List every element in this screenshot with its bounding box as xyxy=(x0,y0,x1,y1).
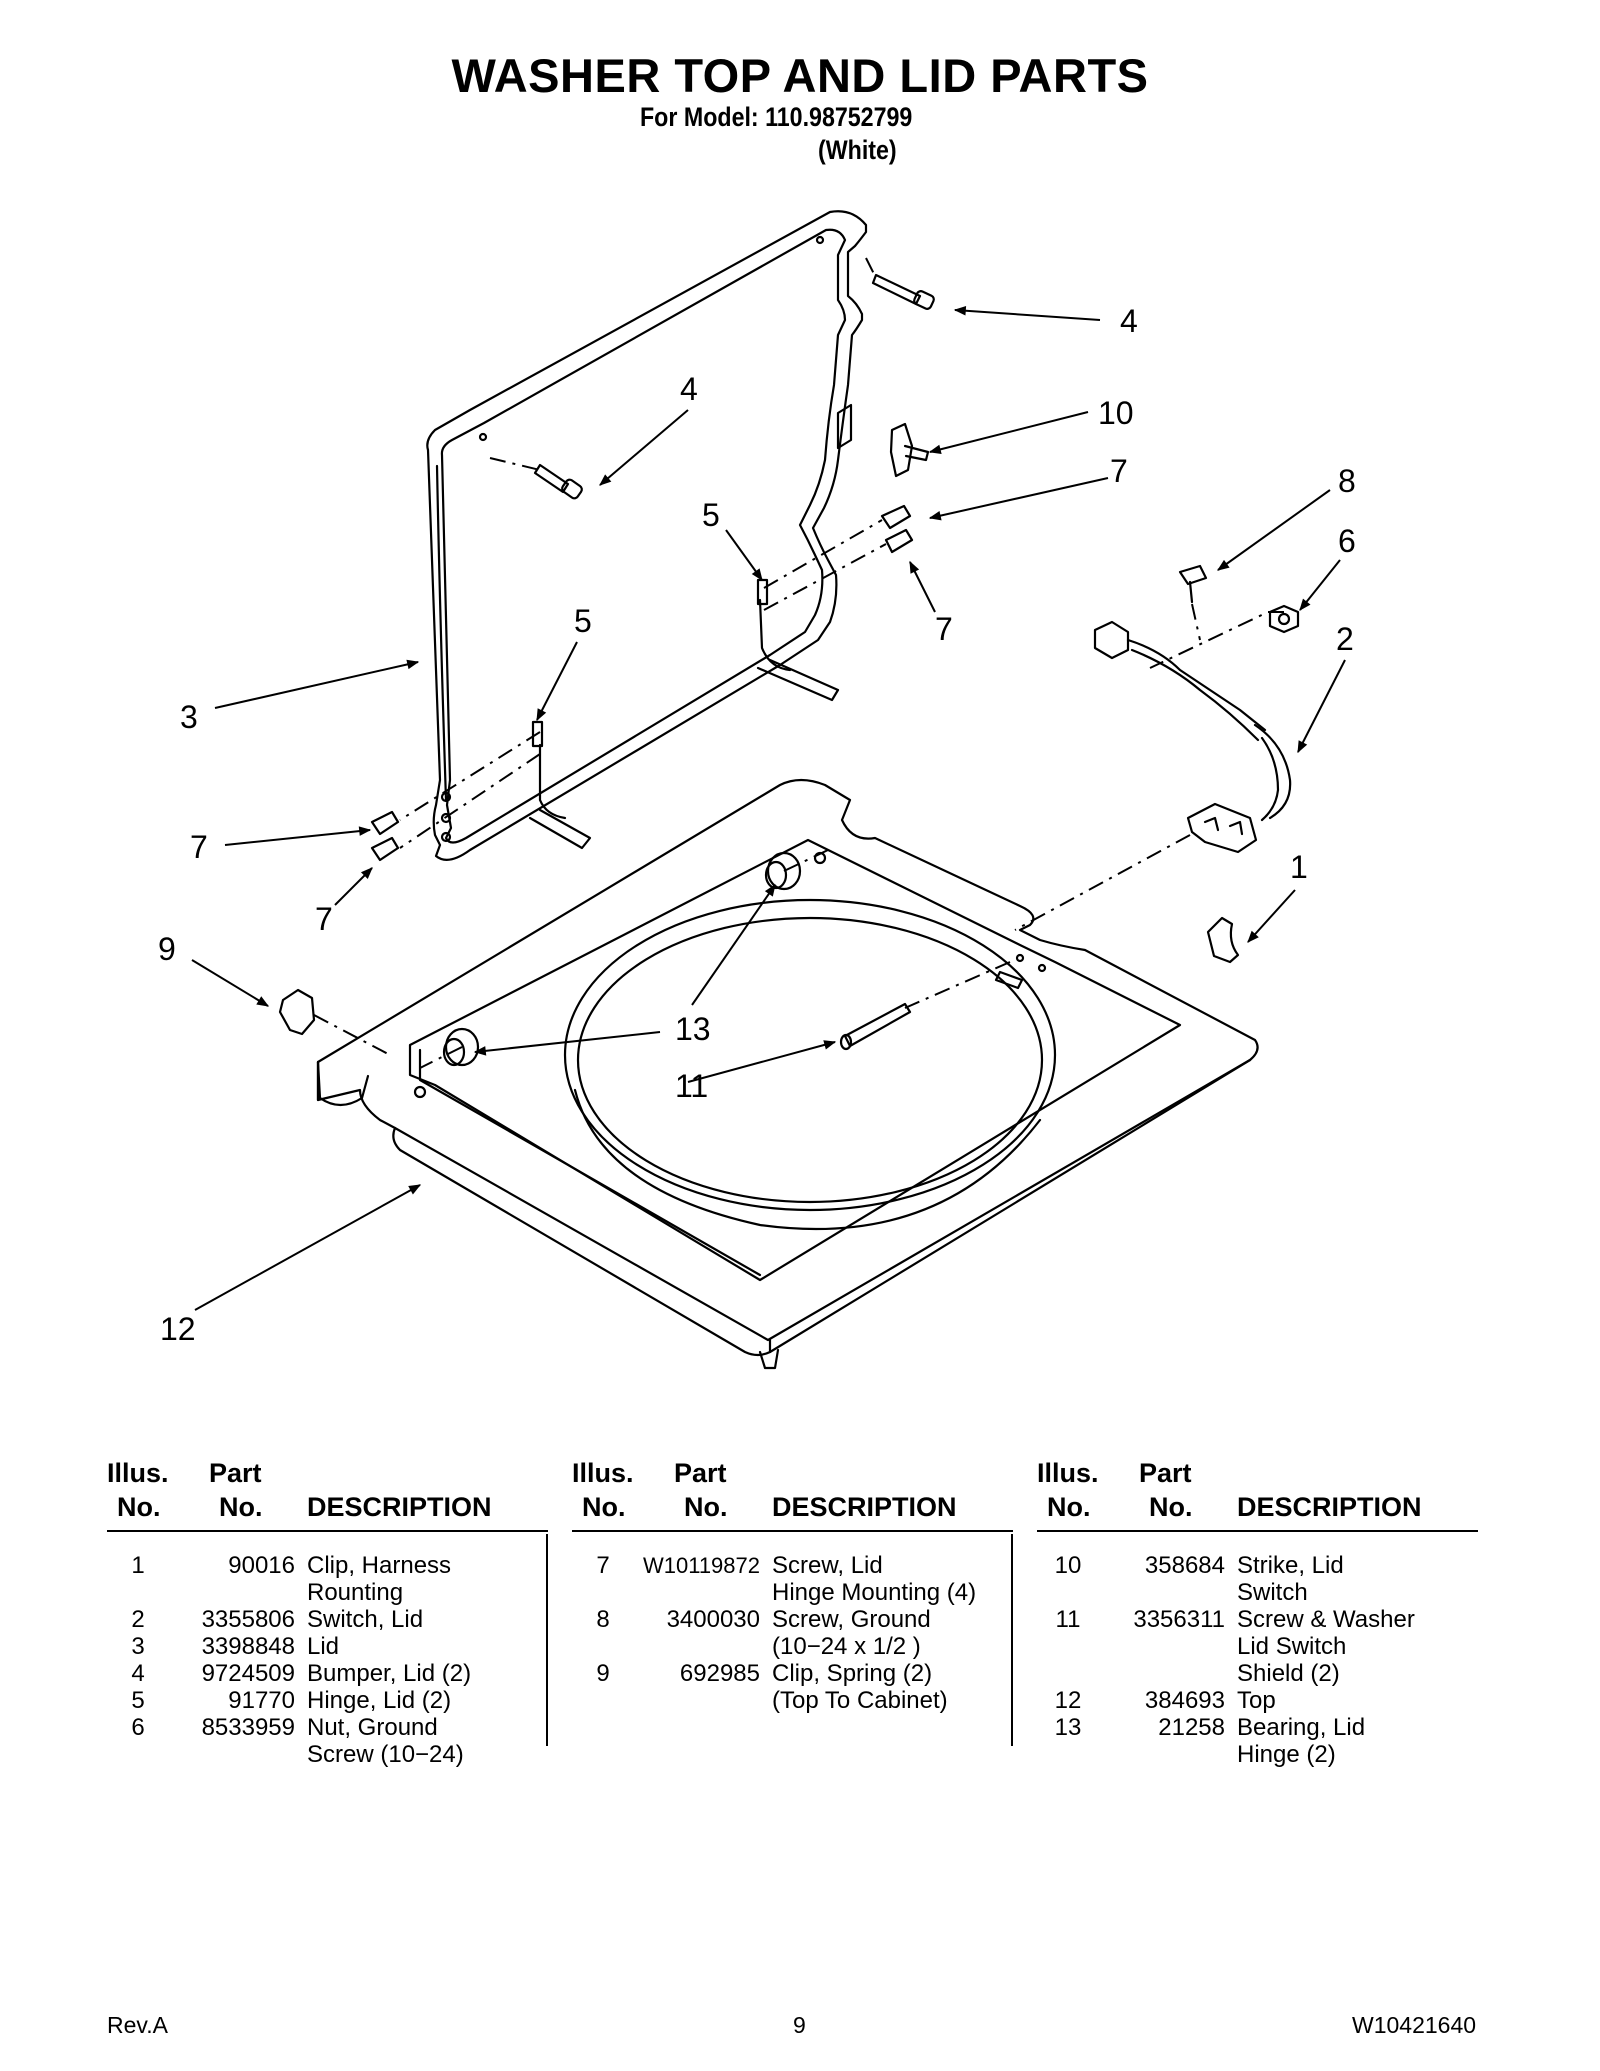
exploded-parts-diagram: 4 4 10 7 5 8 6 7 5 2 3 7 1 7 9 13 11 12 xyxy=(158,210,1356,1370)
illus-header-line2: No. xyxy=(582,1492,626,1522)
page-title: WASHER TOP AND LID PARTS xyxy=(451,49,1149,102)
callout-2: 2 xyxy=(1336,621,1354,657)
illus-header-line1: Illus. xyxy=(1037,1458,1099,1488)
part-header-line2: No. xyxy=(684,1492,728,1522)
document-number: W10421640 xyxy=(1352,2012,1477,2038)
part-header-line1: Part xyxy=(209,1458,262,1488)
callout-7-upper: 7 xyxy=(1110,453,1128,489)
callout-3: 3 xyxy=(180,699,198,735)
washer-top-illustration xyxy=(316,778,1259,1370)
callout-4-lower: 4 xyxy=(680,371,698,407)
description-header: DESCRIPTION xyxy=(307,1492,492,1522)
illus-header-line1: Illus. xyxy=(572,1458,634,1488)
lid-illustration xyxy=(426,210,868,861)
model-color: (White) xyxy=(818,135,897,165)
part-header-line1: Part xyxy=(1139,1458,1192,1488)
callout-5-upper: 5 xyxy=(702,497,720,533)
callout-9: 9 xyxy=(158,931,176,967)
callout-12: 12 xyxy=(160,1311,196,1347)
callout-7-left: 7 xyxy=(190,829,208,865)
callout-1: 1 xyxy=(1290,849,1308,885)
callout-8: 8 xyxy=(1338,463,1356,499)
callout-10: 10 xyxy=(1098,395,1134,431)
callout-7-middle: 7 xyxy=(935,611,953,647)
page-number: 9 xyxy=(793,2012,806,2038)
assembly-guide-lines xyxy=(313,257,1284,1069)
model-number: For Model: 110.98752799 xyxy=(640,102,913,132)
parts-column-3: Illus. No. Part No. DESCRIPTION 10 35868… xyxy=(1037,1460,1478,1768)
callout-11: 11 xyxy=(675,1068,708,1104)
parts-column-1: Illus. No. Part No. DESCRIPTION 1 90016 … xyxy=(107,1460,548,1768)
illus-header-line2: No. xyxy=(1047,1492,1091,1522)
illus-header-line1: Illus. xyxy=(107,1458,169,1488)
parts-column-2: Illus. No. Part No. DESCRIPTION 7 W10119… xyxy=(572,1460,1013,1746)
small-parts-illustration xyxy=(278,273,1300,1067)
column-header: Illus. No. Part No. DESCRIPTION xyxy=(572,1460,1013,1532)
description-header: DESCRIPTION xyxy=(772,1492,957,1522)
part-header-line2: No. xyxy=(1149,1492,1193,1522)
callout-6: 6 xyxy=(1338,523,1356,559)
column-header: Illus. No. Part No. DESCRIPTION xyxy=(107,1460,548,1532)
illus-header-line2: No. xyxy=(117,1492,161,1522)
column-header: Illus. No. Part No. DESCRIPTION xyxy=(1037,1460,1478,1532)
part-header-line2: No. xyxy=(219,1492,263,1522)
callout-4-upper: 4 xyxy=(1120,303,1138,339)
description-header: DESCRIPTION xyxy=(1237,1492,1422,1522)
callout-7-lower-left: 7 xyxy=(315,901,333,937)
part-header-line1: Part xyxy=(674,1458,727,1488)
callout-5-lower: 5 xyxy=(574,603,592,639)
callout-13: 13 xyxy=(675,1011,711,1047)
revision-label: Rev.A xyxy=(107,2012,168,2038)
callout-leaders xyxy=(191,305,1346,1311)
